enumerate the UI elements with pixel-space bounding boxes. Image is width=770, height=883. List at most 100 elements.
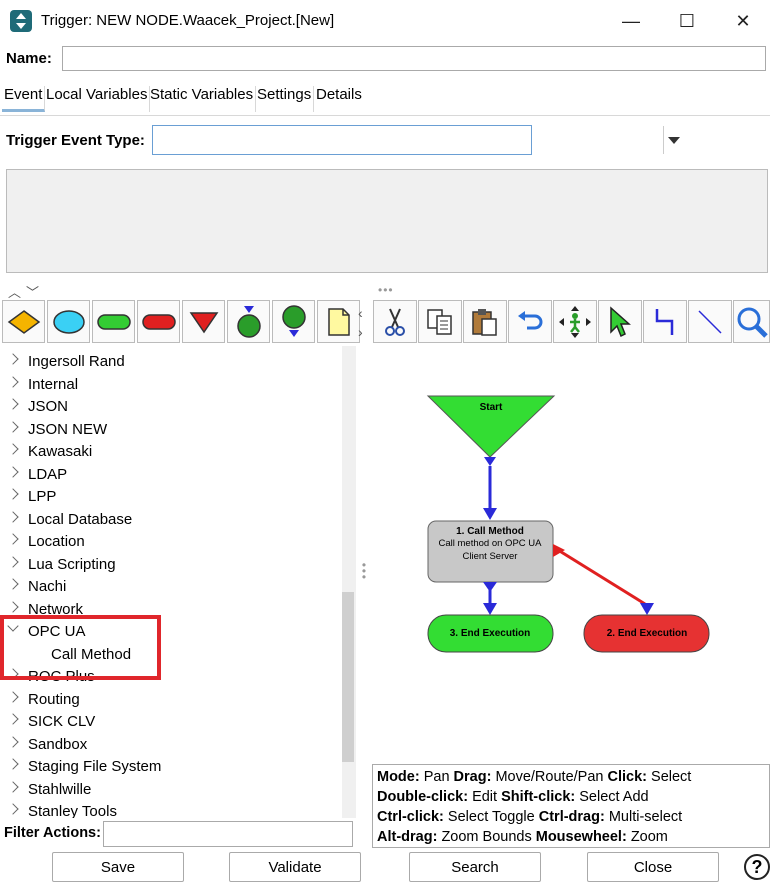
paste-icon[interactable]: [463, 300, 507, 343]
end-execution-ok-node[interactable]: [427, 614, 554, 653]
green-node-icon[interactable]: [227, 300, 270, 343]
tree-item-label: Stanley Tools: [28, 803, 117, 818]
chevron-right-icon: [7, 713, 19, 725]
flow-arrowhead-call: [483, 508, 497, 520]
vertical-splitter-handle-icon[interactable]: •••: [361, 558, 367, 584]
filter-actions-label: Filter Actions:: [4, 825, 101, 841]
chevron-left-icon[interactable]: ‹: [358, 305, 363, 321]
tree-item-ldap[interactable]: LDAP: [0, 463, 340, 485]
chevron-down-icon[interactable]: [663, 126, 683, 154]
chevron-right-icon: [7, 578, 19, 590]
tab-settings[interactable]: Settings: [255, 86, 315, 112]
tree-item-label: Stahlwille: [28, 780, 92, 798]
maximize-button[interactable]: ☐: [678, 10, 696, 31]
help-line-2: Double-click: Edit Shift-click: Select A…: [377, 789, 649, 805]
help-value: Pan: [419, 769, 454, 785]
tree-item-internal[interactable]: Internal: [0, 373, 340, 395]
tree-item-ingersoll-rand[interactable]: Ingersoll Rand: [0, 350, 340, 372]
tree-scrollbar-thumb[interactable]: [342, 592, 354, 762]
help-value: Select Add: [575, 789, 649, 805]
ellipse-shape-icon[interactable]: [47, 300, 90, 343]
chevron-right-icon: [7, 465, 19, 478]
trigger-event-type-label: Trigger Event Type:: [6, 132, 145, 149]
validate-button[interactable]: Validate: [229, 852, 361, 882]
tree-item-label: Kawasaki: [28, 443, 93, 460]
search-button[interactable]: Search: [409, 852, 541, 882]
note-icon[interactable]: [317, 300, 360, 343]
tree-item-call-method[interactable]: Call Method: [0, 643, 340, 665]
chevron-up-icon[interactable]: ︿: [8, 285, 22, 300]
chevron-right-icon: [7, 600, 19, 613]
tree-item-local-database[interactable]: Local Database: [0, 508, 340, 530]
green-terminator-icon[interactable]: [92, 300, 135, 343]
tree-item-label: SICK CLV: [28, 713, 96, 730]
cut-icon[interactable]: [373, 300, 417, 343]
minimize-button[interactable]: —: [622, 10, 640, 31]
help-key: Mousewheel:: [535, 829, 627, 845]
chevron-right-icon[interactable]: ›: [358, 324, 363, 340]
chevron-down-icon[interactable]: ﹀: [26, 285, 40, 300]
line-icon[interactable]: [688, 300, 732, 343]
pin-node-icon[interactable]: [272, 300, 315, 343]
tree-item-kawasaki[interactable]: Kawasaki: [0, 440, 340, 462]
tree-item-lpp[interactable]: LPP: [0, 485, 340, 507]
tree-item-label: Lua Scripting: [28, 555, 116, 573]
tree-item-opc-ua[interactable]: OPC UA: [0, 620, 340, 642]
tree-item-label: Local Database: [28, 510, 133, 528]
close-button[interactable]: Close: [587, 852, 719, 882]
tree-item-routing[interactable]: Routing: [0, 688, 340, 710]
splitter-handle-icon[interactable]: •••: [378, 283, 394, 297]
help-value: Zoom Bounds: [437, 829, 536, 845]
flow-canvas[interactable]: Start 1. Call Method Call method on OPC …: [372, 346, 770, 764]
save-button[interactable]: Save: [52, 852, 184, 882]
copy-icon[interactable]: [418, 300, 462, 343]
decision-shape-icon[interactable]: [2, 300, 45, 343]
tree-item-stahlwille[interactable]: Stahlwille: [0, 778, 340, 800]
help-value: Zoom: [626, 829, 668, 845]
help-value: Edit: [468, 789, 502, 805]
chevron-right-icon: [7, 555, 19, 568]
tree-item-label: LDAP: [28, 465, 68, 483]
move-icon[interactable]: [553, 300, 597, 343]
select-icon[interactable]: [598, 300, 642, 343]
route-icon[interactable]: [643, 300, 687, 343]
tree-item-location[interactable]: Location: [0, 530, 340, 552]
event-description-panel: [6, 169, 768, 273]
red-terminator-icon[interactable]: [137, 300, 180, 343]
close-window-button[interactable]: ✕: [735, 10, 751, 31]
chevron-right-icon: [7, 735, 19, 748]
name-input[interactable]: [62, 46, 766, 71]
help-key: Drag:: [453, 769, 492, 785]
tab-local-variables[interactable]: Local Variables: [44, 86, 151, 112]
tree-item-lua-scripting[interactable]: Lua Scripting: [0, 553, 340, 575]
undo-icon[interactable]: [508, 300, 552, 343]
tree-item-sandbox[interactable]: Sandbox: [0, 733, 340, 755]
help-icon[interactable]: ?: [744, 854, 770, 880]
tree-item-json-new[interactable]: JSON NEW: [0, 418, 340, 440]
tab-static-variables[interactable]: Static Variables: [148, 86, 257, 112]
end-execution-err-label: 2. End Execution: [607, 628, 688, 639]
tree-item-label: Routing: [28, 690, 80, 708]
help-key: Ctrl-drag:: [538, 809, 605, 825]
tree-item-stanley-tools[interactable]: Stanley Tools: [0, 800, 340, 818]
tree-item-staging-file-system[interactable]: Staging File System: [0, 755, 340, 777]
tree-item-label: Ingersoll Rand: [28, 353, 125, 370]
start-node[interactable]: [426, 395, 556, 458]
chevron-right-icon: [7, 803, 19, 815]
zoom-icon[interactable]: [733, 300, 770, 343]
tab-bar: Event Local Variables Static Variables S…: [0, 82, 770, 116]
tree-item-sick-clv[interactable]: SICK CLV: [0, 710, 340, 732]
tree-item-label: Network: [28, 600, 84, 618]
end-execution-err-node[interactable]: [583, 614, 710, 653]
help-key: Click:: [607, 769, 648, 785]
tree-item-label: JSON: [28, 398, 69, 415]
tree-item-nachi[interactable]: Nachi: [0, 575, 340, 597]
trigger-event-type-select[interactable]: [152, 125, 664, 155]
tab-event[interactable]: Event: [2, 86, 46, 112]
tree-item-network[interactable]: Network: [0, 598, 340, 620]
tree-item-json[interactable]: JSON: [0, 395, 340, 417]
chevron-right-icon: [7, 398, 19, 410]
start-triangle-icon[interactable]: [182, 300, 225, 343]
filter-actions-input[interactable]: [103, 821, 353, 847]
tab-details[interactable]: Details: [316, 86, 362, 103]
